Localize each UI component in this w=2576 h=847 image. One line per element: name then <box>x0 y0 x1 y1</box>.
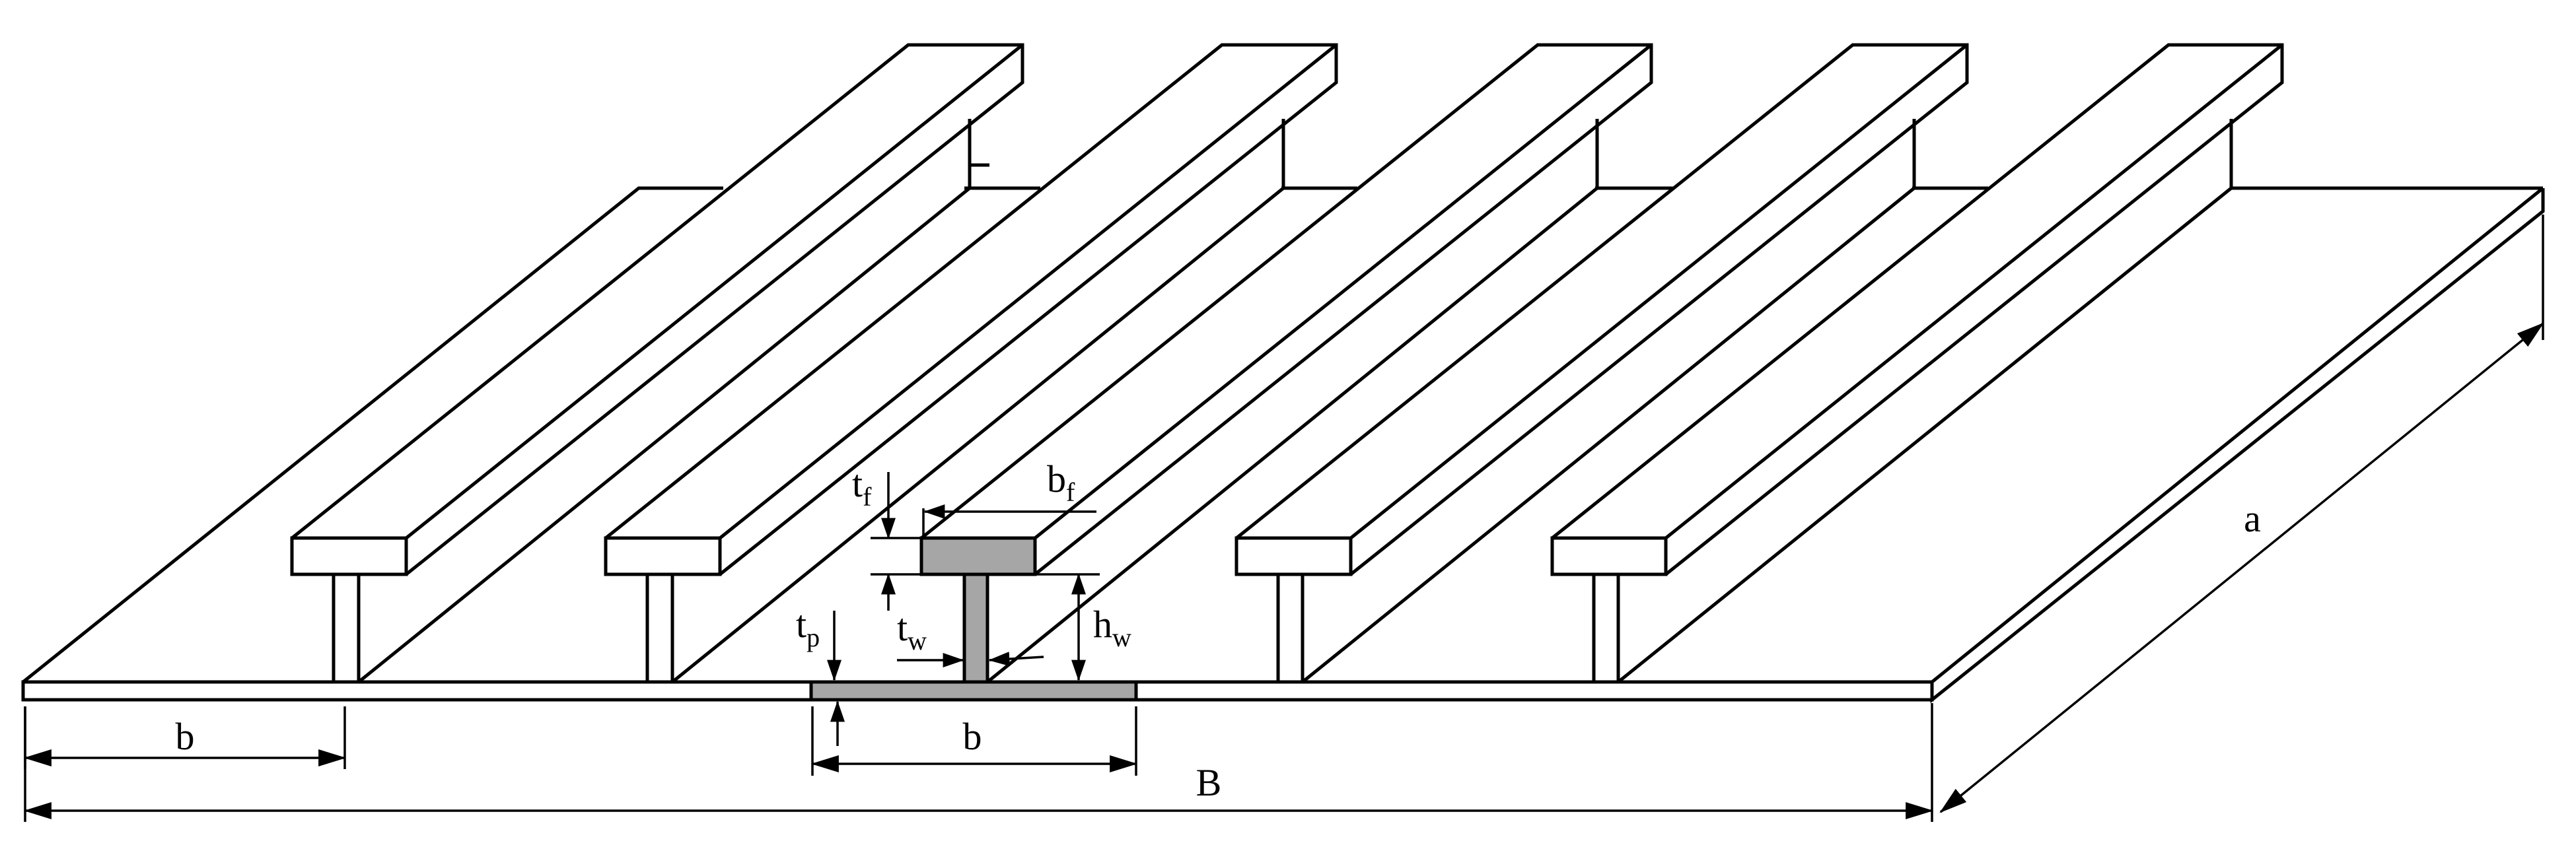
stiffener-4 <box>1234 43 1969 683</box>
label-b-left: b <box>176 715 195 758</box>
label-t-p: tp <box>796 603 820 652</box>
dimension-h-w: hw <box>1035 573 1131 681</box>
plate-right-side <box>1930 187 2545 704</box>
label-t-f: tf <box>852 462 872 512</box>
label-a: a <box>2244 497 2261 540</box>
label-t-w: tw <box>897 606 927 656</box>
stiffener-1 <box>290 43 1024 683</box>
plate-far-edge <box>22 186 723 683</box>
flange-section-highlight <box>919 536 1037 576</box>
dimension-t-w: tw <box>897 606 1044 667</box>
dimension-a: a <box>1939 215 2544 813</box>
label-b-mid: b <box>963 715 982 758</box>
dimension-t-f: tf <box>852 462 921 611</box>
dimension-t-p: tp <box>796 603 845 746</box>
stiffener-2 <box>604 43 1338 683</box>
label-h-w: hw <box>1093 603 1131 652</box>
web-section-highlight <box>962 572 989 684</box>
dimension-b-mid: b <box>810 706 1138 776</box>
dimension-b-left: b <box>23 706 347 769</box>
plate <box>21 186 2545 704</box>
dimension-B: B <box>23 703 1934 822</box>
stiffener-3 <box>919 43 1653 684</box>
dimension-b-f: bf <box>922 457 1096 536</box>
label-b-f: bf <box>1047 457 1075 507</box>
plate-section-highlight <box>809 680 1138 702</box>
stiffener-5 <box>1550 43 2284 683</box>
label-B: B <box>1196 761 1222 804</box>
